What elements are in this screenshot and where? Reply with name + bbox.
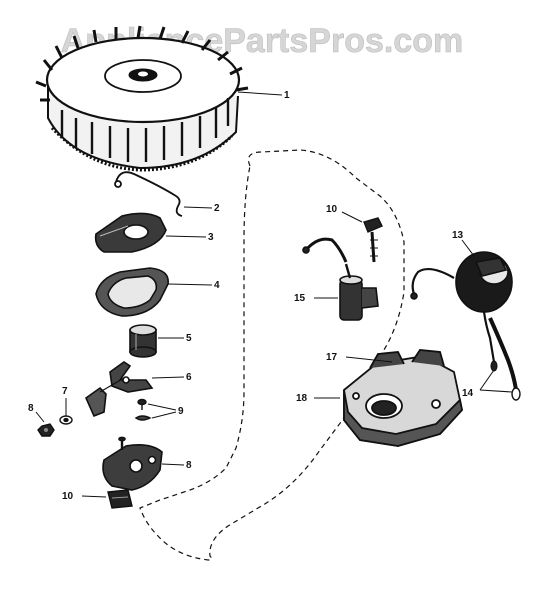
coil-leads xyxy=(482,311,521,401)
callout-14: 14 xyxy=(462,388,474,399)
condenser xyxy=(302,237,379,321)
leader-line-14a xyxy=(479,369,495,391)
callout-6: 6 xyxy=(186,372,192,383)
leader-line-8a xyxy=(35,411,45,423)
assembly-dashed-outline xyxy=(139,149,405,561)
callout-8-nut: 8 xyxy=(28,403,34,414)
washer xyxy=(59,415,73,425)
leader-line-9a xyxy=(147,403,177,411)
nut xyxy=(37,423,55,437)
leader-line-3 xyxy=(165,235,207,238)
stator xyxy=(343,349,463,447)
callout-1: 1 xyxy=(284,90,290,101)
callout-3: 3 xyxy=(208,232,214,243)
screws xyxy=(134,398,152,421)
bracket xyxy=(94,212,167,253)
callout-5: 5 xyxy=(186,333,192,344)
leader-line-10b xyxy=(341,211,363,223)
callout-9: 9 xyxy=(178,406,184,417)
callout-8-plate: 8 xyxy=(186,460,192,471)
cam xyxy=(129,324,157,358)
callout-10-screw: 10 xyxy=(326,204,338,215)
callout-17: 17 xyxy=(326,352,338,363)
leader-line-9b xyxy=(151,411,177,419)
leader-line-13 xyxy=(461,239,475,257)
callout-7: 7 xyxy=(62,386,68,397)
breaker-arm xyxy=(85,361,154,418)
callout-2: 2 xyxy=(214,203,220,214)
leader-line-6 xyxy=(151,376,185,379)
leader-line-14b xyxy=(479,389,513,393)
coil-screw xyxy=(363,217,383,263)
clip xyxy=(107,489,133,509)
leader-line-2 xyxy=(183,206,213,209)
callout-18: 18 xyxy=(296,393,308,404)
spring xyxy=(114,171,183,217)
callout-10-clip: 10 xyxy=(62,491,74,502)
ignition-coil xyxy=(410,251,513,313)
leader-line-1 xyxy=(237,91,283,96)
flywheel xyxy=(35,25,249,172)
leader-line-8b xyxy=(161,463,185,466)
callout-13: 13 xyxy=(452,230,464,241)
leader-line-17 xyxy=(345,356,393,363)
leader-line-4 xyxy=(167,283,213,286)
breaker-plate xyxy=(102,436,163,491)
dust-cover-gasket xyxy=(95,267,169,317)
leader-line-10a xyxy=(81,495,107,498)
callout-15: 15 xyxy=(294,293,306,304)
callout-4: 4 xyxy=(214,280,220,291)
